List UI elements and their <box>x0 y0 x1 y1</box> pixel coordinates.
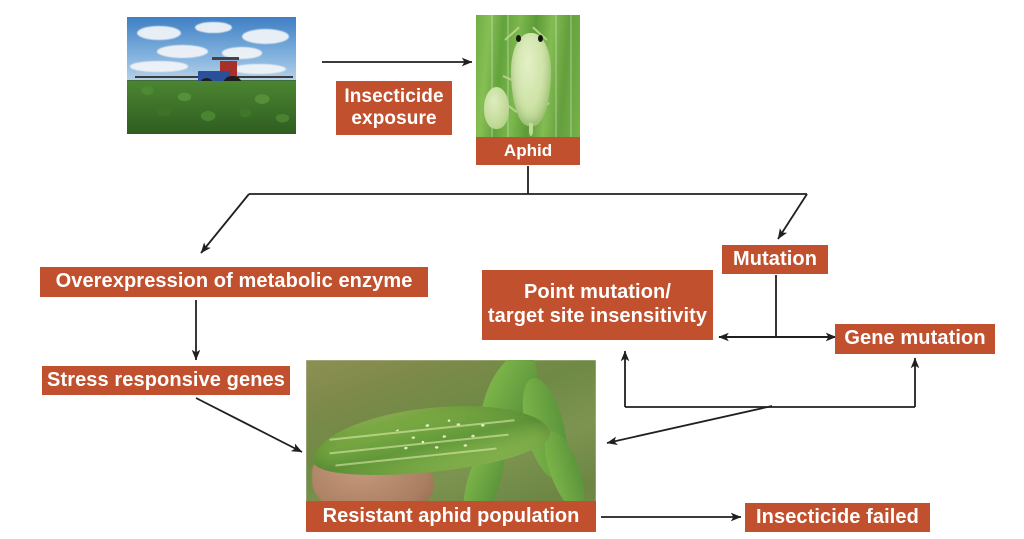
cloud <box>157 45 209 58</box>
label-stress-responsive-genes: Stress responsive genes <box>42 366 290 395</box>
cloud <box>241 28 290 44</box>
arrow-mutation-to-population <box>606 405 773 445</box>
label-mutation: Mutation <box>722 245 828 274</box>
label-overexpression-of-metabolic-enzyme: Overexpression of metabolic enzyme <box>40 267 428 297</box>
arrow-aphid-to-overexpression <box>200 193 250 254</box>
leaf-vein <box>569 15 572 165</box>
cloud <box>130 61 188 72</box>
label-insecticide-failed: Insecticide failed <box>745 503 930 532</box>
crop-canopy <box>127 81 296 134</box>
arrow-aphid-to-mutation <box>777 193 808 240</box>
spray-boom-left <box>135 75 200 78</box>
aphid-nymph <box>484 87 510 129</box>
cloud <box>231 63 286 75</box>
spray-boom-right <box>231 75 293 78</box>
label-gene-mutation: Gene mutation <box>835 324 995 354</box>
aphid-eye <box>515 34 521 42</box>
label-insecticide-exposure: Insecticide exposure <box>336 81 452 135</box>
cloud <box>137 26 182 41</box>
tractor-spraying-field-photo <box>127 17 296 134</box>
leaf-vein <box>555 15 558 165</box>
tractor-roof <box>211 56 239 61</box>
leaf-vein <box>507 15 510 165</box>
resistant-population-caption: Resistant aphid population <box>306 501 596 532</box>
aphid-closeup-photo: Aphid <box>476 15 580 165</box>
aphid-colony-on-leaf-photo: Resistant aphid population <box>306 360 596 532</box>
arrow-stress-genes-to-population <box>195 397 303 453</box>
aphid-caption: Aphid <box>476 137 580 165</box>
label-point-mutation-target-site-insensitivity: Point mutation/ target site insensitivit… <box>482 270 713 340</box>
aphid-body <box>511 33 551 137</box>
cloud <box>221 47 263 60</box>
cloud <box>194 21 232 34</box>
aphid-eye <box>538 34 544 42</box>
